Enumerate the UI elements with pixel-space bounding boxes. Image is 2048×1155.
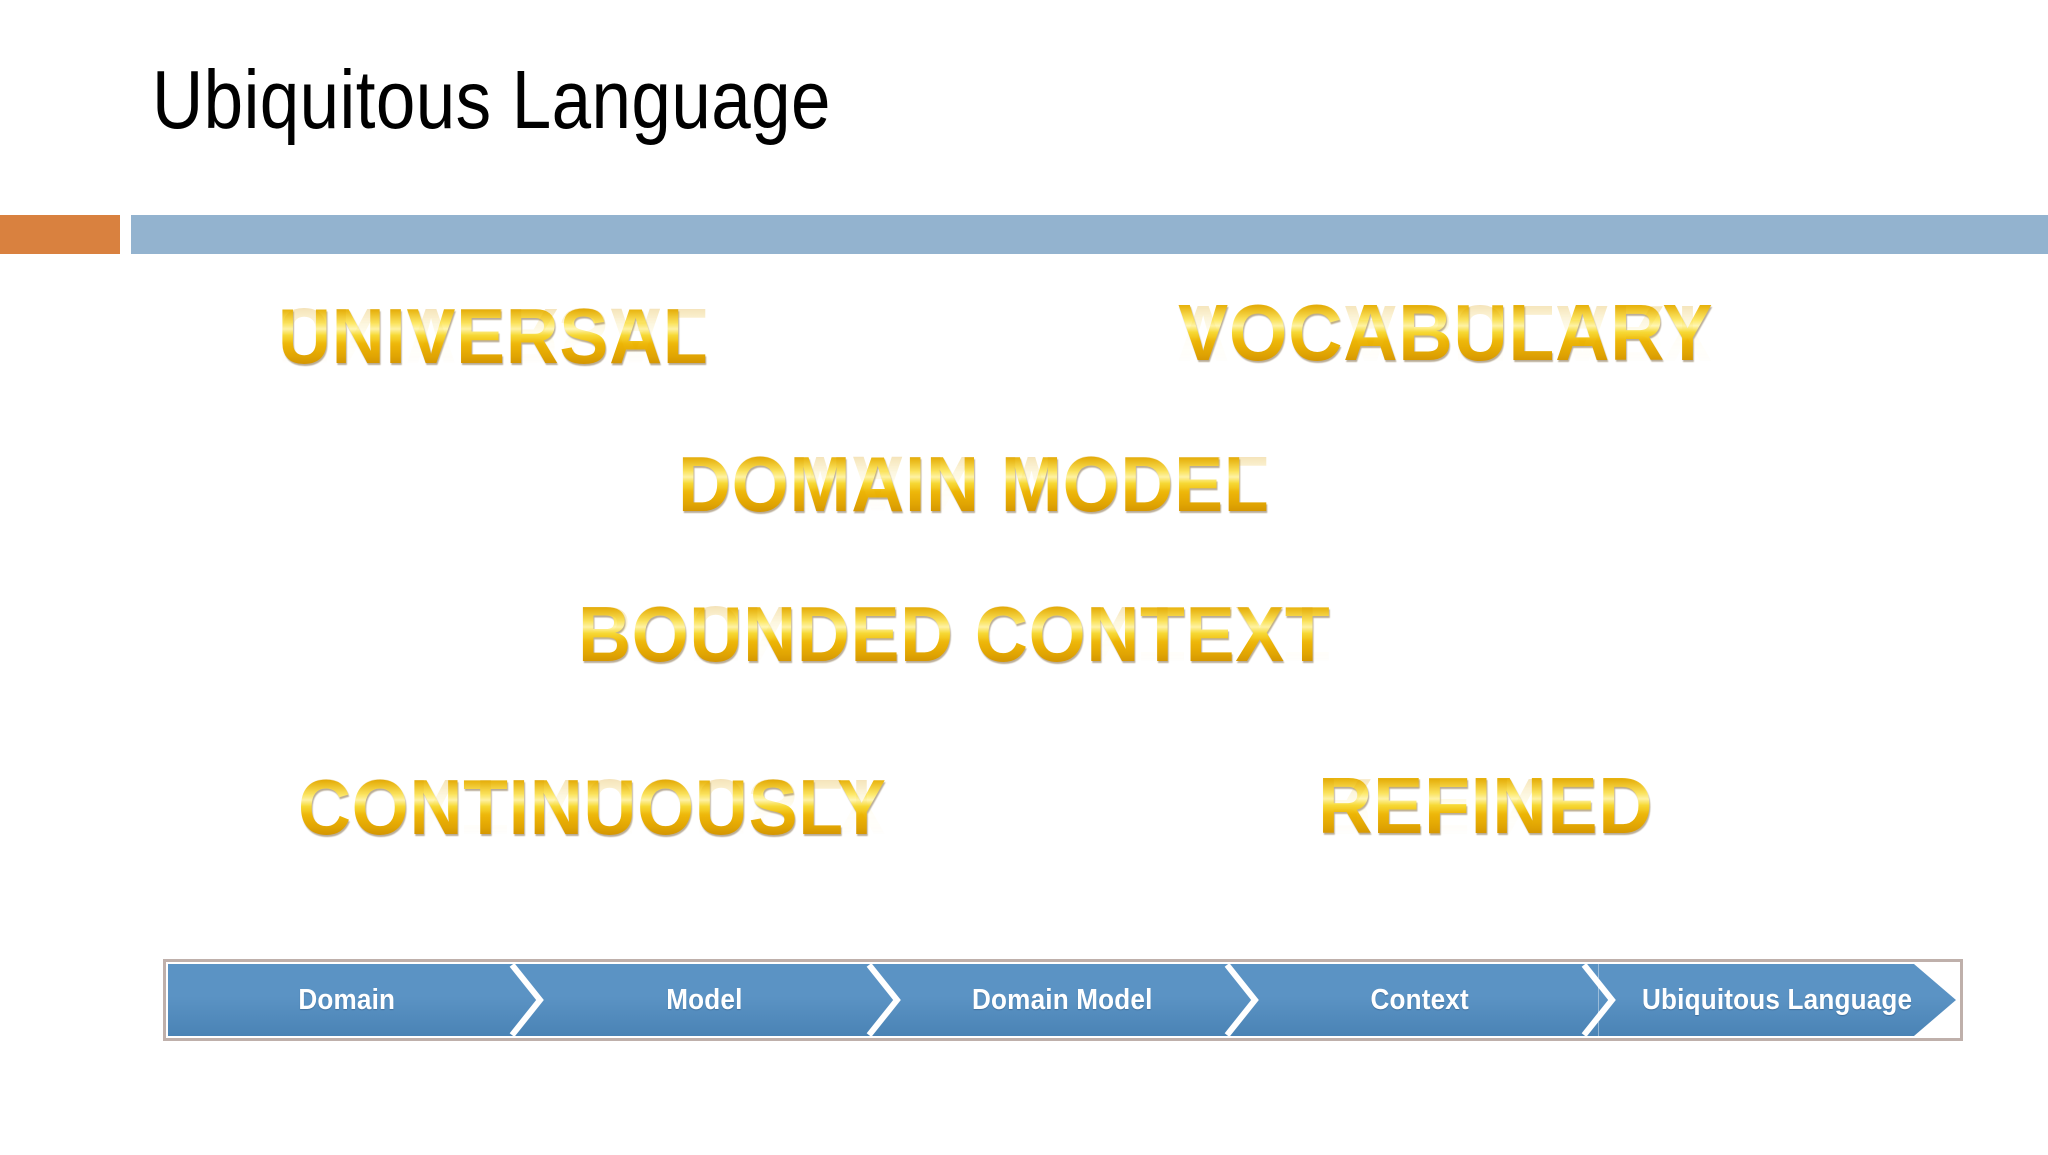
- process-step-fill: [883, 964, 1241, 1036]
- wordart-domain-model-text: DOMAIN MODEL: [678, 440, 1270, 528]
- page-title: Ubiquitous Language: [152, 53, 831, 146]
- wordart-universal-wrap: UNIVERSAL UNIVERSAL: [278, 292, 736, 380]
- process-step-3[interactable]: Domain Model: [883, 964, 1241, 1036]
- process-step-2[interactable]: Model: [525, 964, 884, 1036]
- wordart-vocabulary: VOCABULARY VOCABULARY: [1178, 288, 1747, 378]
- process-chevron-bar: Domain Model Domain Model Context Ubiquitous…: [163, 959, 1963, 1041]
- process-step-fill: [1240, 964, 1599, 1036]
- process-step-1[interactable]: Domain: [168, 964, 526, 1036]
- wordart-bounded-context: BOUNDED CONTEXT BOUNDED CONTEXT: [578, 590, 1378, 678]
- process-step-5[interactable]: Ubiquitous Language: [1598, 964, 1956, 1036]
- wordart-bounded-context-text: BOUNDED CONTEXT: [578, 590, 1331, 678]
- process-step-fill: [525, 964, 884, 1036]
- wordart-bounded-context-wrap: BOUNDED CONTEXT BOUNDED CONTEXT: [578, 590, 1378, 678]
- wordart-universal-text: UNIVERSAL: [278, 292, 709, 380]
- wordart-domain-model: DOMAIN MODEL DOMAIN MODEL: [678, 440, 1307, 528]
- wordart-continuously: CONTINUOUSLY CONTINUOUSLY: [298, 763, 924, 851]
- process-step-fill: [168, 964, 526, 1036]
- wordart-domain-model-wrap: DOMAIN MODEL DOMAIN MODEL: [678, 440, 1307, 528]
- process-step-label: Context: [1370, 983, 1469, 1016]
- accent-bar-orange: [0, 215, 120, 254]
- process-step-label: Domain Model: [971, 983, 1153, 1016]
- wordart-refined: REFINED REFINED: [1318, 761, 1675, 851]
- process-step-4[interactable]: Context: [1240, 964, 1599, 1036]
- process-step-label: Domain: [298, 983, 396, 1016]
- wordart-universal: UNIVERSAL UNIVERSAL: [278, 292, 736, 380]
- wordart-vocabulary-text: VOCABULARY: [1178, 288, 1714, 377]
- wordart-refined-text: REFINED: [1318, 761, 1654, 850]
- wordart-vocabulary-wrap: VOCABULARY VOCABULARY: [1178, 288, 1747, 378]
- wordart-refined-wrap: REFINED REFINED: [1318, 761, 1675, 851]
- process-step-label: Ubiquitous Language: [1642, 983, 1913, 1016]
- process-step-fill: [1598, 964, 1956, 1036]
- accent-bar-blue: [131, 215, 2048, 254]
- process-chevron-inner: Domain Model Domain Model Context Ubiquitous…: [168, 964, 1958, 1036]
- wordart-continuously-wrap: CONTINUOUSLY CONTINUOUSLY: [298, 763, 924, 851]
- process-step-label: Model: [666, 983, 743, 1016]
- wordart-continuously-text: CONTINUOUSLY: [298, 763, 887, 851]
